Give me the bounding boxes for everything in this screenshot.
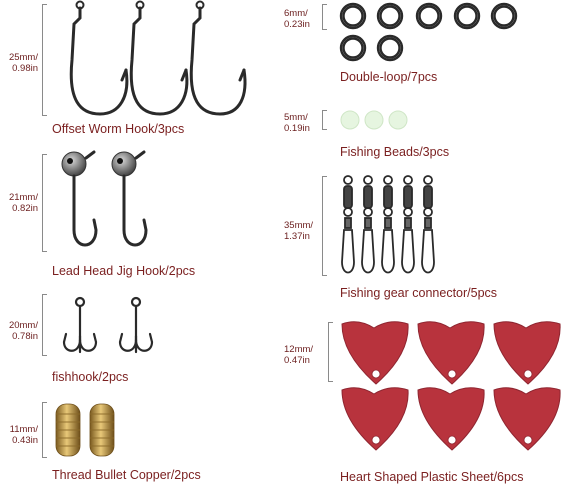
- size-bracket: [328, 322, 333, 382]
- caption-offset-worm-hook: Offset Worm Hook/3pcs: [52, 122, 185, 136]
- caption-lead-head-jig-hook: Lead Head Jig Hook/2pcs: [52, 264, 196, 278]
- caption-fishhook: fishhook/2pcs: [52, 370, 129, 384]
- fishing-beads-image: [340, 110, 408, 130]
- caption-fishing-beads: Fishing Beads/3pcs: [340, 145, 450, 159]
- caption-thread-bullet-copper: Thread Bullet Copper/2pcs: [52, 468, 201, 482]
- size-bracket: [322, 4, 327, 30]
- size-label-double-loop: 6mm/0.23in: [284, 8, 310, 30]
- offset-worm-hook-image: [69, 0, 247, 116]
- size-bracket: [42, 154, 47, 252]
- size-label-thread-bullet-copper: 11mm/0.43in: [9, 424, 38, 446]
- size-label-offset-worm-hook: 25mm/0.98in: [8, 52, 38, 74]
- size-label-heart-shaped-plastic-sheet: 12mm/0.47in: [284, 344, 314, 366]
- thread-bullet-copper-image: [55, 403, 115, 457]
- size-label-fishing-beads: 5mm/0.19in: [284, 112, 310, 134]
- size-label-lead-head-jig-hook: 21mm/0.82in: [8, 192, 38, 214]
- size-bracket: [42, 4, 47, 116]
- size-bracket: [322, 176, 327, 276]
- size-bracket: [322, 110, 327, 130]
- size-bracket: [42, 402, 47, 458]
- heart-plastic-sheets-image: [341, 321, 561, 451]
- caption-fishing-gear-connector: Fishing gear connector/5pcs: [340, 286, 498, 300]
- caption-heart-shaped-plastic-sheet: Heart Shaped Plastic Sheet/6pcs: [340, 470, 524, 484]
- size-label-fishing-gear-connector: 35mm/1.37in: [284, 220, 314, 242]
- caption-double-loop: Double-loop/7pcs: [340, 70, 438, 84]
- size-bracket: [42, 294, 47, 356]
- size-label-fishhook: 20mm/0.78in: [8, 320, 38, 342]
- split-rings-image: [339, 2, 518, 62]
- lead-head-jig-hook-image: [61, 150, 148, 247]
- swivel-snap-connector-image: [341, 175, 435, 274]
- treble-hook-image: [62, 296, 154, 354]
